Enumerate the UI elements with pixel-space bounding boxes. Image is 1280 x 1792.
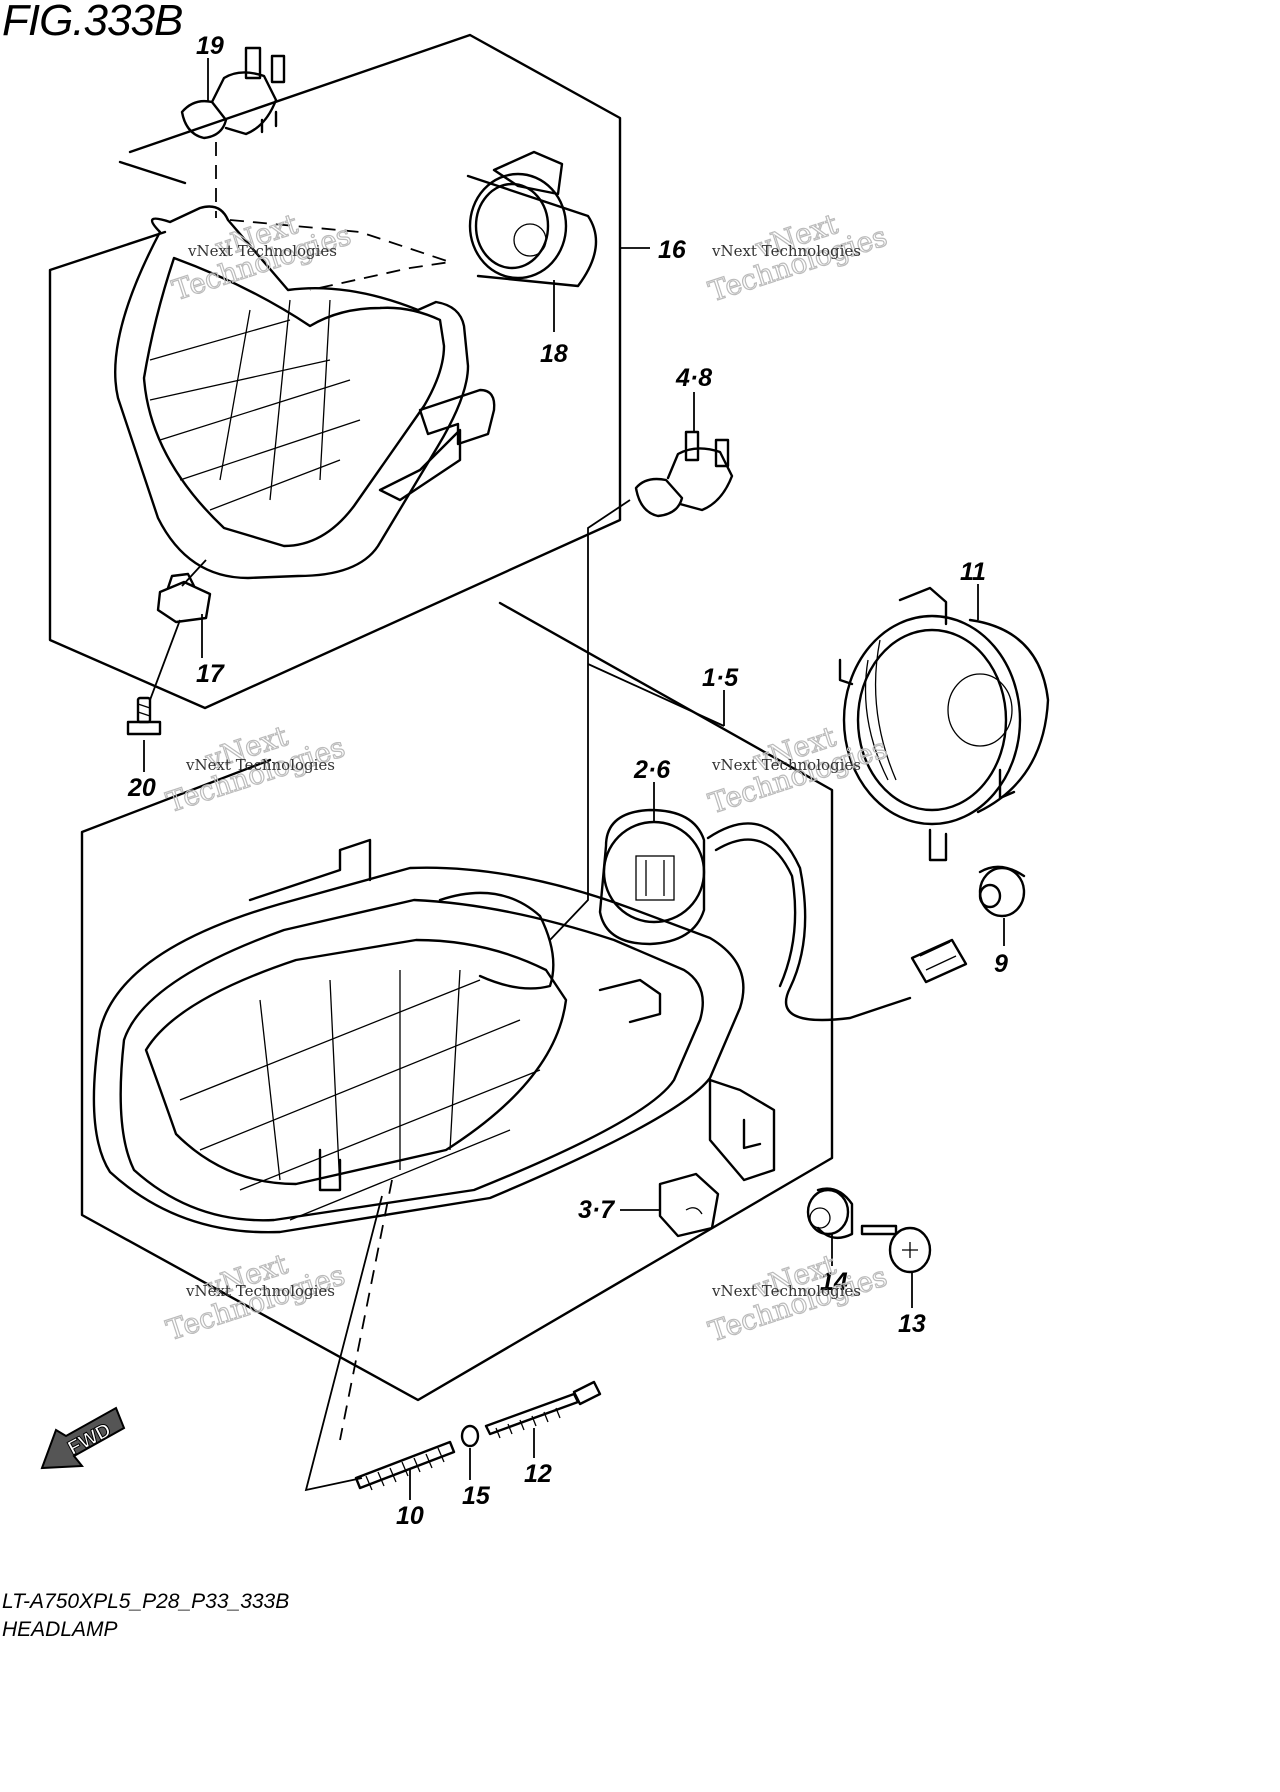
watermark-line1: vNext Technologies [711,242,861,260]
callout-17: 17 [196,660,225,688]
callout-2-6: 2·6 [633,756,671,784]
callout-14: 14 [820,1268,848,1296]
caption-name: HEADLAMP [2,1618,118,1641]
clip-17 [156,572,212,624]
callout-13: 13 [898,1310,926,1338]
watermark-line1: vNext Technologies [185,1282,335,1300]
callout-15: 15 [462,1482,491,1510]
socket-harness-2-6 [598,808,968,1022]
figure-title: FIG.333B [2,0,183,45]
watermark-bottom-right: vNext Technologies vNext Technologies [704,1247,892,1349]
watermark-top-left: vNext Technologies vNext Technologies [168,207,356,308]
callout-19: 19 [196,32,224,60]
screw-13 [860,1224,932,1274]
washer-15 [460,1424,480,1448]
guide-bulb-4-8 [549,499,631,941]
upper-group-frame [48,33,622,710]
upper-lamp-housing [114,205,496,580]
watermark-top-right: vNext Technologies vNext Technologies [704,207,892,309]
watermark-mid-left: vNext Technologies vNext Technologies [162,719,350,820]
adjust-screw-12 [484,1380,602,1439]
guide-clip-17 [149,619,181,701]
fwd-arrow-icon: FWD [40,1406,126,1470]
rim-11 [838,586,1050,862]
clip-3-7 [658,1172,720,1238]
callout-10: 10 [396,1502,424,1530]
callout-16: 16 [658,236,687,264]
watermark-line1: vNext Technologies [187,242,337,260]
watermark-line1: vNext Technologies [185,756,335,774]
bulb-19 [180,46,286,140]
guide-lens-clip [181,559,207,587]
watermark-line1: vNext Technologies [711,1282,861,1300]
callout-20: 20 [127,774,156,802]
guide-lower-rim [587,663,725,727]
callout-11: 11 [960,558,986,586]
socket-cover-16 [466,150,598,288]
guide-adjust-dash [339,1179,393,1441]
callout-4-8: 4·8 [675,364,712,392]
bolt-20 [126,696,162,736]
lower-lamp-housing [92,838,776,1234]
grommet-9 [978,865,1026,918]
callout-3-7: 3·7 [578,1196,615,1224]
watermark-bottom-left: vNext Technologies vNext Technologies [162,1247,350,1348]
watermark-line1: vNext Technologies [711,756,861,774]
bulb-4-8 [634,430,734,518]
callout-9: 9 [994,950,1008,978]
callout-12: 12 [524,1460,552,1488]
guide-adjust [304,1195,383,1492]
lower-group-frame [80,601,834,1402]
callout-1-5: 1·5 [702,664,739,692]
grommet-14 [806,1187,854,1240]
caption-model: LT-A750XPL5_P28_P33_333B [2,1590,290,1613]
spring-10 [354,1440,456,1491]
guide-upper-rim [229,219,451,291]
upper-frame-tick [118,160,187,185]
callout-18: 18 [540,340,568,368]
